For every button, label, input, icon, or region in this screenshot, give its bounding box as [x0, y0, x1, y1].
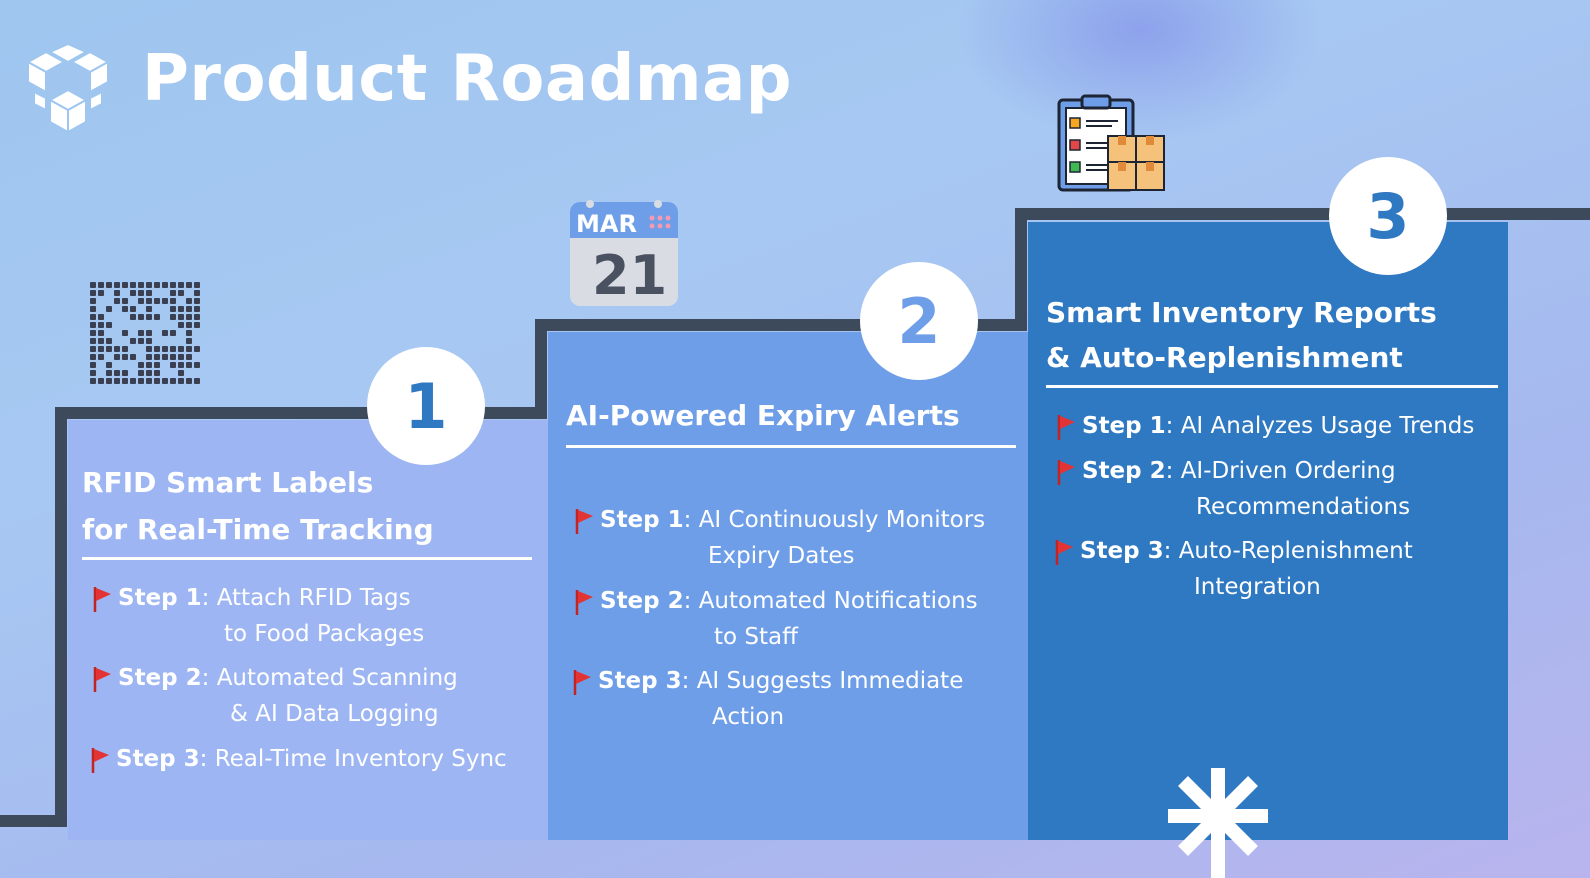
- flag-icon: [573, 670, 591, 695]
- step-label: Step 1: [118, 585, 202, 611]
- stage-1-number: 1: [367, 347, 485, 465]
- flag-icon: [93, 587, 111, 612]
- stage-1-title-line1: RFID Smart Labels: [82, 466, 374, 499]
- stage-1-step-2: Step 2: Automated Scanning & AI Data Logg…: [118, 660, 458, 732]
- asterisk-icon: [1168, 768, 1268, 878]
- step-label: Step 3: [1080, 538, 1164, 564]
- flag-icon: [93, 667, 111, 692]
- stage-2-title-line1: AI-Powered Expiry Alerts: [566, 399, 960, 432]
- cube-network-logo-icon: [24, 42, 112, 136]
- step-label: Step 3: [598, 668, 682, 694]
- calendar-day: 21: [592, 244, 667, 306]
- flag-icon: [91, 748, 109, 773]
- stage-2-step-2: Step 2: Automated Notifications to Staff: [600, 583, 978, 655]
- calendar-icon: MAR 21: [570, 200, 678, 306]
- step-label: Step 2: [118, 665, 202, 691]
- clipboard-boxes-icon: [1057, 94, 1165, 192]
- calendar-month: MAR: [576, 210, 637, 238]
- stage-3-divider: [1046, 385, 1498, 388]
- stage-3-title-line1: Smart Inventory Reports: [1046, 296, 1437, 329]
- stage-2-number: 2: [860, 262, 978, 380]
- step-continuation: to Staff: [714, 624, 798, 650]
- stage-1-divider: [82, 557, 532, 560]
- step-text: : Automated Notifications: [683, 588, 978, 614]
- step-continuation: Expiry Dates: [708, 543, 855, 569]
- flag-icon: [575, 509, 593, 534]
- step-continuation: & AI Data Logging: [230, 701, 439, 727]
- flag-icon: [1057, 415, 1075, 440]
- flag-icon: [575, 590, 593, 615]
- stage-3-step-1: Step 1: AI Analyzes Usage Trends: [1082, 408, 1474, 444]
- stage-2-panel: [548, 332, 1028, 840]
- flag-icon: [1055, 540, 1073, 565]
- step-text: : Auto-Replenishment: [1163, 538, 1413, 564]
- stage-1-step-3: Step 3: Real-Time Inventory Sync: [116, 741, 507, 777]
- stage-3-title-line2: & Auto-Replenishment: [1046, 341, 1403, 374]
- step-text: : Automated Scanning: [201, 665, 458, 691]
- step-text: : Attach RFID Tags: [201, 585, 411, 611]
- step-label: Step 2: [600, 588, 684, 614]
- stage-1-title-line2: for Real-Time Tracking: [82, 513, 434, 546]
- stage-1-step-1: Step 1: Attach RFID Tags to Food Packages: [118, 580, 424, 652]
- step-label: Step 1: [1082, 413, 1166, 439]
- step-text: : AI-Driven Ordering: [1165, 458, 1396, 484]
- step-continuation: Integration: [1194, 574, 1321, 600]
- step-text: : AI Suggests Immediate: [681, 668, 964, 694]
- stage-2-divider: [566, 445, 1016, 448]
- step-label: Step 2: [1082, 458, 1166, 484]
- step-continuation: Action: [712, 704, 785, 730]
- step-text: : Real-Time Inventory Sync: [199, 746, 507, 772]
- step-label: Step 1: [600, 507, 684, 533]
- stage-3-panel: [1028, 222, 1508, 840]
- step-continuation: to Food Packages: [224, 621, 425, 647]
- qr-code-icon: [90, 282, 200, 384]
- step-continuation: Recommendations: [1196, 494, 1411, 520]
- stage-3-number: 3: [1329, 157, 1447, 275]
- page-title: Product Roadmap: [142, 42, 793, 116]
- step-text: : AI Analyzes Usage Trends: [1165, 413, 1475, 439]
- step-text: : AI Continuously Monitors: [683, 507, 986, 533]
- stage-1-panel: [68, 420, 548, 840]
- flag-icon: [1057, 460, 1075, 485]
- step-label: Step 3: [116, 746, 200, 772]
